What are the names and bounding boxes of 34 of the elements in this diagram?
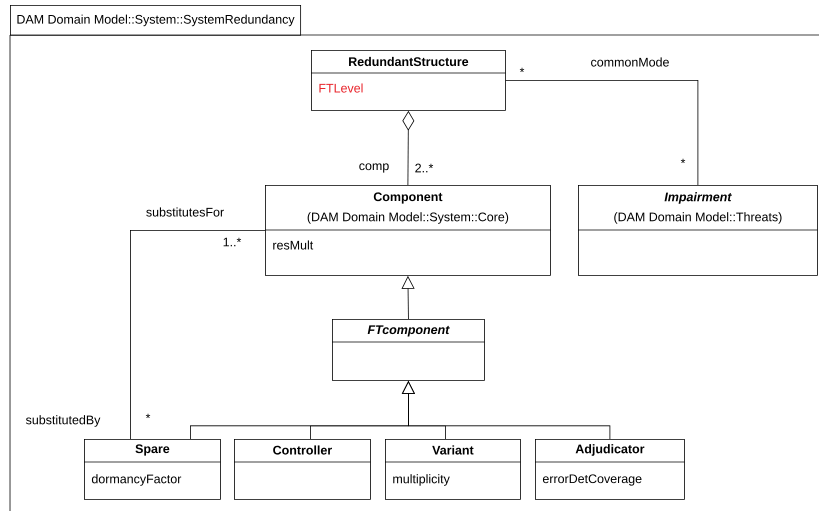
class-name: RedundantStructure	[349, 56, 468, 66]
class-name: Spare	[135, 444, 170, 456]
class-box	[84, 439, 222, 500]
class-name: Variant	[432, 445, 474, 455]
attribute-text: dormancyFactor	[92, 474, 182, 486]
class-box	[384, 439, 522, 500]
end-label: comp	[359, 163, 389, 173]
class-box	[264, 184, 552, 276]
end-label: commonMode	[591, 57, 669, 67]
end-label: 2..*	[415, 164, 434, 172]
end-label: *	[146, 414, 150, 418]
class-box	[310, 50, 506, 111]
class-name: Controller	[273, 445, 332, 455]
attribute-text: resMult	[273, 240, 314, 250]
class-box	[234, 439, 372, 500]
end-label: substitutesFor	[146, 207, 224, 217]
class-name: FTcomponent	[368, 325, 450, 337]
attribute-text: errorDetCoverage	[542, 474, 642, 486]
end-label: *	[520, 68, 524, 72]
association-line	[130, 230, 266, 440]
class-box	[332, 319, 486, 381]
package-path: (DAM Domain Model::Threats)	[614, 212, 782, 224]
association-line	[505, 80, 698, 186]
end-label: 1..*	[224, 238, 242, 246]
class-name: Impairment	[664, 192, 732, 204]
class-box	[534, 439, 686, 500]
attribute-text: FTLevel	[319, 83, 363, 93]
end-label: substitutedBy	[26, 415, 100, 427]
class-name: Adjudicator	[576, 444, 644, 456]
end-label: *	[680, 158, 686, 164]
package-path: (DAM Domain Model::System::Core)	[308, 212, 508, 224]
class-name: Component	[374, 192, 442, 204]
attribute-text: multiplicity	[393, 474, 450, 486]
class-box	[578, 184, 818, 276]
